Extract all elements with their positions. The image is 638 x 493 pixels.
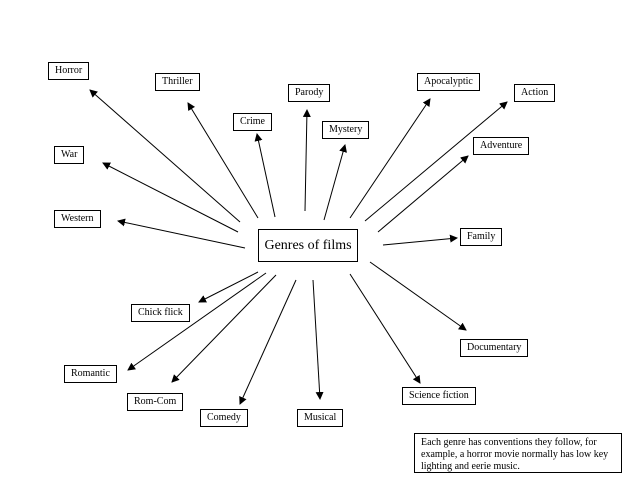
genre-romantic: Romantic bbox=[64, 365, 117, 383]
genre-thriller: Thriller bbox=[155, 73, 200, 91]
arrow-mystery bbox=[323, 144, 347, 221]
genre-horror: Horror bbox=[48, 62, 90, 80]
genre-documentary: Documentary bbox=[460, 339, 529, 357]
arrow-apocalyptic bbox=[349, 98, 431, 219]
genre-western: Western bbox=[54, 210, 101, 228]
genre-crime: Crime bbox=[233, 113, 272, 131]
genre-comedy: Comedy bbox=[200, 409, 248, 427]
genre-family: Family bbox=[460, 228, 503, 246]
arrow-comedy bbox=[239, 279, 297, 405]
genre-action: Action bbox=[514, 84, 556, 102]
arrow-crime bbox=[254, 133, 276, 218]
arrow-science-fiction bbox=[349, 273, 421, 384]
arrow-documentary bbox=[369, 261, 467, 331]
arrow-war bbox=[102, 162, 239, 233]
arrow-adventure bbox=[377, 155, 469, 233]
arrow-thriller bbox=[187, 102, 259, 219]
arrow-chick-flick bbox=[198, 271, 259, 303]
genre-apocalyptic: Apocalyptic bbox=[417, 73, 480, 91]
genre-war: War bbox=[54, 146, 85, 164]
conventions-note: Each genre has conventions they follow, … bbox=[414, 433, 622, 473]
arrow-western bbox=[117, 218, 246, 249]
arrow-parody bbox=[302, 109, 311, 212]
genre-parody: Parody bbox=[288, 84, 331, 102]
arrow-romantic bbox=[127, 272, 267, 371]
genre-mystery: Mystery bbox=[322, 121, 370, 139]
genre-musical: Musical bbox=[297, 409, 344, 427]
arrow-family bbox=[382, 234, 458, 246]
arrow-action bbox=[364, 101, 508, 222]
genre-science-fiction: Science fiction bbox=[402, 387, 476, 405]
genre-rom-com: Rom-Com bbox=[127, 393, 184, 411]
genre-chick-flick: Chick flick bbox=[131, 304, 190, 322]
center-node: Genres of films bbox=[258, 229, 358, 262]
arrow-musical bbox=[312, 279, 324, 400]
arrow-rom-com bbox=[171, 274, 277, 383]
genre-adventure: Adventure bbox=[473, 137, 530, 155]
arrow-horror bbox=[89, 89, 241, 223]
